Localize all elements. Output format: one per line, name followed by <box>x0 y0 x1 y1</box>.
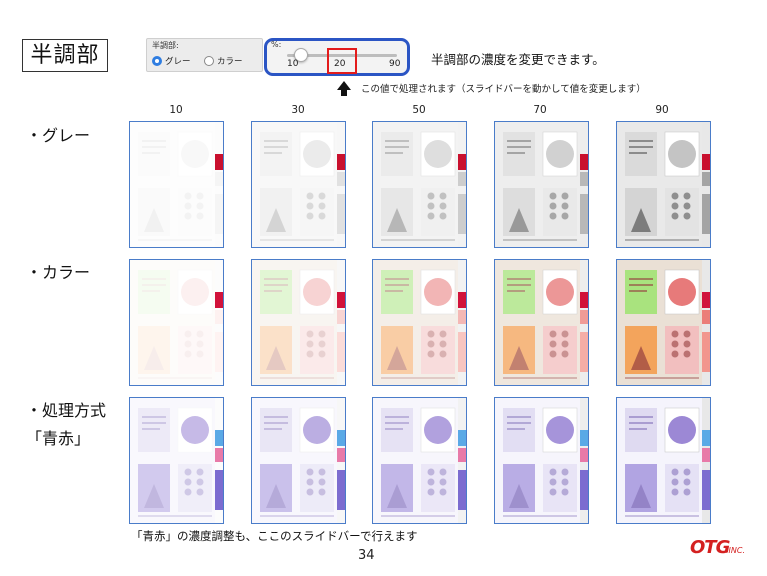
footer-note: 「青赤」の濃度調整も、ここのスライドバーで行えます <box>131 529 418 543</box>
page-title: 半調部 <box>22 39 108 72</box>
thumbnail-gray-30 <box>251 121 346 248</box>
column-header-50: 50 <box>412 104 426 116</box>
page-number: 34 <box>358 548 375 563</box>
column-header-30: 30 <box>291 104 305 116</box>
thumbnail-color-30 <box>251 259 346 386</box>
slider-track[interactable] <box>287 54 397 57</box>
current-value-label: 20 <box>334 59 346 69</box>
thumbnail-bluered-30 <box>251 397 346 524</box>
thumbnail-page-image <box>252 398 345 523</box>
company-logo-suffix: .INC. <box>726 546 746 555</box>
slider-max-label: 90 <box>389 59 401 69</box>
column-header-10: 10 <box>169 104 183 116</box>
thumbnail-bluered-50 <box>372 397 467 524</box>
thumbnail-bluered-70 <box>494 397 589 524</box>
halftone-panel-label: 半調部: <box>152 41 179 50</box>
thumbnail-page-image <box>495 260 588 385</box>
thumbnail-gray-70 <box>494 121 589 248</box>
thumbnail-page-image <box>373 398 466 523</box>
thumbnail-page-image <box>617 398 710 523</box>
thumbnail-bluered-90 <box>616 397 711 524</box>
color-radio-label: カラー <box>217 57 243 67</box>
up-arrow-icon <box>337 81 351 90</box>
halftone-panel: 半調部: グレー カラー <box>146 38 263 72</box>
thumbnail-color-70 <box>494 259 589 386</box>
percent-label: %: <box>271 40 282 49</box>
thumbnail-color-90 <box>616 259 711 386</box>
description-text: 半調部の濃度を変更できます。 <box>431 52 605 67</box>
thumbnail-page-image <box>617 260 710 385</box>
row-label-bluered-2: 「青赤」 <box>26 429 91 448</box>
color-radio-button[interactable] <box>204 56 214 66</box>
gray-radio-label: グレー <box>165 57 191 67</box>
row-label-color: ・カラー <box>26 263 91 282</box>
column-header-70: 70 <box>533 104 547 116</box>
row-label-gray: ・グレー <box>26 126 91 145</box>
percent-slider-group: %: 10 90 <box>264 38 410 76</box>
thumbnail-page-image <box>130 398 223 523</box>
thumbnail-page-image <box>495 122 588 247</box>
thumbnail-bluered-10 <box>129 397 224 524</box>
thumbnail-page-image <box>130 260 223 385</box>
company-logo: OTG <box>690 537 730 558</box>
thumbnail-page-image <box>130 122 223 247</box>
thumbnail-page-image <box>495 398 588 523</box>
value-note: この値で処理されます（スライドバーを動かして値を変更します） <box>361 84 646 95</box>
thumbnail-gray-50 <box>372 121 467 248</box>
thumbnail-page-image <box>252 260 345 385</box>
thumbnail-page-image <box>373 260 466 385</box>
thumbnail-color-10 <box>129 259 224 386</box>
up-arrow-stem <box>341 89 347 96</box>
slider-min-label: 10 <box>287 59 299 69</box>
thumbnail-gray-10 <box>129 121 224 248</box>
slider-thumb[interactable] <box>293 48 308 62</box>
thumbnail-page-image <box>373 122 466 247</box>
thumbnail-page-image <box>617 122 710 247</box>
thumbnail-page-image <box>252 122 345 247</box>
column-header-90: 90 <box>655 104 669 116</box>
thumbnail-color-50 <box>372 259 467 386</box>
row-label-bluered: ・処理方式 <box>26 401 107 420</box>
current-value-highlight <box>327 48 357 74</box>
thumbnail-gray-90 <box>616 121 711 248</box>
gray-radio-button[interactable] <box>152 56 162 66</box>
